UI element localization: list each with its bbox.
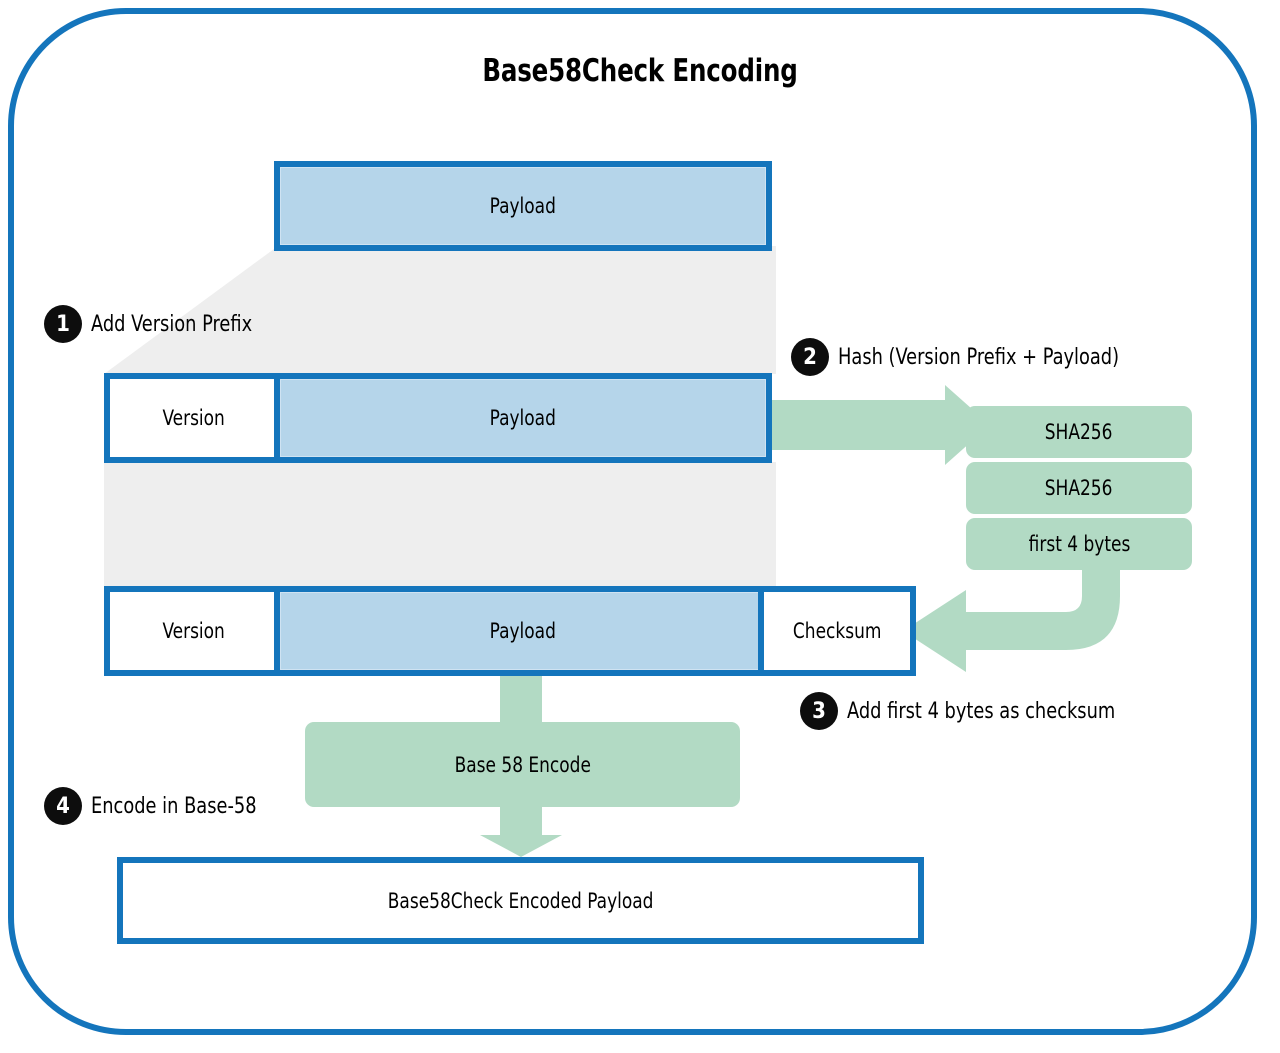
step-1-label: Add Version Prefix	[91, 311, 253, 337]
page-title: Base58Check Encoding	[482, 53, 798, 89]
step-3-badge: 3	[800, 692, 838, 730]
connector-row2-row3	[104, 462, 776, 590]
row3-checksum-label: Checksum	[792, 619, 882, 643]
row2-version-box: Version	[104, 373, 284, 463]
row1-payload-label: Payload	[489, 194, 557, 218]
row1-payload-box: Payload	[274, 161, 772, 251]
row3-version-label: Version	[162, 619, 226, 643]
step-1: 1 Add Version Prefix	[44, 305, 270, 343]
step-2-badge: 2	[791, 338, 829, 376]
row3-payload-box: Payload	[274, 586, 772, 676]
hash-box-label: SHA256	[1045, 476, 1113, 500]
base58-encode-box: Base 58 Encode	[305, 722, 740, 807]
hash-box-label: SHA256	[1045, 420, 1113, 444]
step-4: 4 Encode in Base-58	[44, 787, 275, 825]
row3-checksum-box: Checksum	[758, 586, 916, 676]
step-3: 3 Add first 4 bytes as checksum	[800, 692, 1145, 730]
step-2: 2 Hash (Version Prefix + Payload)	[791, 338, 1150, 376]
base58-encode-label: Base 58 Encode	[454, 752, 591, 777]
row4-output-label: Base58Check Encoded Payload	[387, 888, 654, 913]
row2-payload-label: Payload	[489, 406, 557, 430]
hash-box-first-4-bytes: first 4 bytes	[966, 518, 1192, 570]
row3-version-box: Version	[104, 586, 284, 676]
connector-row1-row2	[104, 246, 776, 374]
row2-version-label: Version	[162, 406, 226, 430]
row2-payload-box: Payload	[274, 373, 772, 463]
step-1-badge: 1	[44, 305, 82, 343]
step-4-label: Encode in Base-58	[91, 793, 257, 819]
row3-payload-label: Payload	[489, 619, 557, 643]
step-3-label: Add first 4 bytes as checksum	[847, 698, 1116, 724]
row4-output-box: Base58Check Encoded Payload	[117, 857, 924, 944]
step-2-label: Hash (Version Prefix + Payload)	[838, 344, 1120, 370]
hash-box-label: first 4 bytes	[1028, 532, 1130, 556]
outer-frame	[8, 8, 1257, 1035]
hash-box-sha256-2: SHA256	[966, 462, 1192, 514]
step-4-badge: 4	[44, 787, 82, 825]
hash-box-sha256-1: SHA256	[966, 406, 1192, 458]
